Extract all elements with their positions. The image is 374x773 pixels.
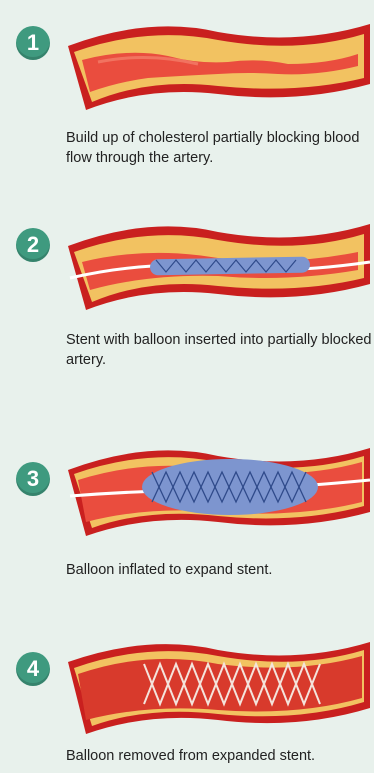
step-number-badge: 1 [16, 26, 50, 60]
step-number-badge: 4 [16, 652, 50, 686]
step-number: 1 [27, 30, 39, 56]
artery-plaque-illustration [58, 8, 374, 118]
step-caption: Build up of cholesterol partially blocki… [66, 128, 372, 168]
step-number: 3 [27, 466, 39, 492]
artery-stent-expanded-illustration [58, 628, 374, 738]
step-caption: Stent with balloon inserted into partial… [66, 330, 372, 370]
step-number-badge: 2 [16, 228, 50, 262]
step-caption: Balloon inflated to expand stent. [66, 560, 372, 580]
step-number-badge: 3 [16, 462, 50, 496]
artery-balloon-inflated-illustration [58, 432, 374, 542]
step-number: 2 [27, 232, 39, 258]
artery-balloon-inserted-illustration [58, 208, 374, 318]
step-number: 4 [27, 656, 39, 682]
step-caption: Balloon removed from expanded stent. [66, 746, 372, 766]
